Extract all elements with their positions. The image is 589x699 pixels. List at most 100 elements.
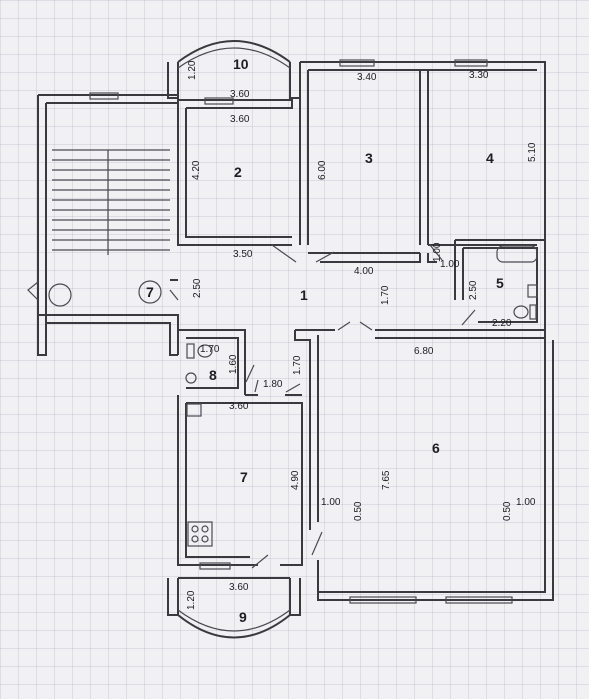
- room-2-label: 2: [234, 164, 242, 180]
- door-room-5: [461, 309, 476, 326]
- toilet-tank-room-8-icon: [186, 343, 195, 359]
- dim-6-left-a: 1.00: [321, 497, 341, 508]
- room-8-walls: [178, 329, 246, 395]
- bay-9-left-post: [167, 578, 179, 616]
- room-2-walls: [177, 62, 292, 246]
- dim-10-width: 3.60: [230, 89, 250, 100]
- room-8-inner: [186, 337, 239, 389]
- dim-5-height: 2.50: [468, 280, 479, 300]
- door-stair: [27, 281, 39, 301]
- bay-9-right-post: [289, 578, 301, 616]
- room-9-label: 9: [239, 609, 247, 625]
- dim-3-width: 3.40: [357, 72, 377, 83]
- fixtures: [185, 245, 538, 547]
- dim-6-right-b: 0.50: [502, 501, 513, 521]
- corridor-top-wall: [320, 253, 437, 263]
- dim-stair-width: 2.50: [192, 278, 203, 298]
- room-8-label: 8: [209, 367, 217, 383]
- door-room-3: [315, 251, 335, 263]
- dim-2-width: 3.60: [230, 114, 250, 125]
- dim-7-height: 4.90: [290, 470, 301, 490]
- room-7-top: [186, 402, 303, 520]
- dim-8-width: 1.70: [200, 344, 220, 355]
- dim-2-bottom: 3.50: [233, 249, 253, 260]
- dim-6-width: 6.80: [414, 346, 434, 357]
- dim-10-height: 1.20: [187, 60, 198, 80]
- window-room-2: [204, 97, 234, 105]
- dim-4-width: 3.30: [469, 70, 489, 81]
- room-6-top-inner: [317, 335, 545, 340]
- bay-10-arc-outer: [177, 40, 291, 63]
- kitchen-sink-icon: [186, 403, 202, 417]
- room-2-top: [178, 99, 293, 109]
- dim-5-width: 2.20: [492, 318, 512, 329]
- room-4-label: 4: [486, 150, 494, 166]
- windows: [89, 59, 513, 604]
- toilet-icon: [513, 305, 529, 319]
- room-1-label: 1: [300, 287, 308, 303]
- dim-corridor-b: 1.00: [440, 259, 460, 270]
- bay-9-arc-outer: [177, 614, 291, 639]
- dimension-labels: 1.20 3.60 3.60 4.20 3.50 3.40 6.00 4.00 …: [186, 60, 538, 610]
- bay-window-room-9: [167, 577, 301, 639]
- window-room-3: [339, 59, 375, 67]
- door-room-4: [429, 244, 443, 261]
- dim-4-height: 5.10: [527, 142, 538, 162]
- room-7-circled-label: 7: [146, 284, 154, 300]
- room-7-right: [280, 520, 303, 566]
- sink-room-8-icon: [185, 372, 197, 384]
- exterior-walls: [37, 61, 554, 601]
- dim-6-height: 7.65: [381, 470, 392, 490]
- stair-treads: [52, 149, 170, 251]
- bay-10-arc-inner: [177, 47, 291, 69]
- dim-1-height: 1.70: [380, 285, 391, 305]
- corridor-entry: [170, 279, 178, 316]
- door-room-2: [271, 244, 297, 263]
- dim-2-height: 4.20: [191, 160, 202, 180]
- doors: [27, 244, 476, 569]
- bay-10-right-post: [289, 62, 301, 99]
- stair-number-circle: [138, 280, 162, 304]
- corridor-left-bottom: [169, 330, 178, 356]
- window-room-4: [454, 59, 488, 67]
- dim-3-bottom: 4.00: [354, 266, 374, 277]
- door-balcony-9: [251, 554, 269, 569]
- room-6-inner-wall: [318, 340, 546, 593]
- stair-bottom-inner: [46, 322, 171, 330]
- room-6-label: 6: [432, 440, 440, 456]
- dim-corridor-d: 1.80: [263, 379, 283, 390]
- door-room-6-lower: [311, 531, 323, 556]
- door-room-6-double: [337, 321, 373, 331]
- room-10-label: 10: [233, 56, 249, 72]
- bay-window-room-10: [167, 40, 301, 99]
- stove-icon: [187, 521, 213, 547]
- staircase: [48, 149, 170, 307]
- dim-corridor-a: 1.00: [432, 242, 443, 262]
- stair-left-wall: [37, 95, 47, 356]
- stove-burner-3: [191, 535, 199, 543]
- stove-burner-1: [191, 525, 199, 533]
- stair-column: [48, 283, 72, 307]
- window-room-6-b: [445, 596, 513, 604]
- dim-9-height: 1.20: [186, 590, 197, 610]
- window-room-6-a: [349, 596, 417, 604]
- room-2-inner: [185, 108, 292, 238]
- bay-9-arc-inner: [177, 609, 291, 632]
- bath-sink-icon: [527, 284, 538, 298]
- bathtub-icon: [496, 245, 538, 263]
- room-6-left-wall: [294, 330, 311, 530]
- door-room-8: [245, 364, 255, 383]
- stair-bottom-wall: [38, 314, 179, 355]
- dim-9-width: 3.60: [229, 582, 249, 593]
- door-room-7: [254, 379, 301, 393]
- stove-burner-4: [201, 535, 209, 543]
- door-entry: [169, 289, 179, 301]
- dim-6-right-a: 1.00: [516, 497, 536, 508]
- room-3-label: 3: [365, 150, 373, 166]
- dim-3-height: 6.00: [317, 160, 328, 180]
- bay-10-left-post: [167, 62, 179, 99]
- room-6-outer-wall: [317, 340, 554, 601]
